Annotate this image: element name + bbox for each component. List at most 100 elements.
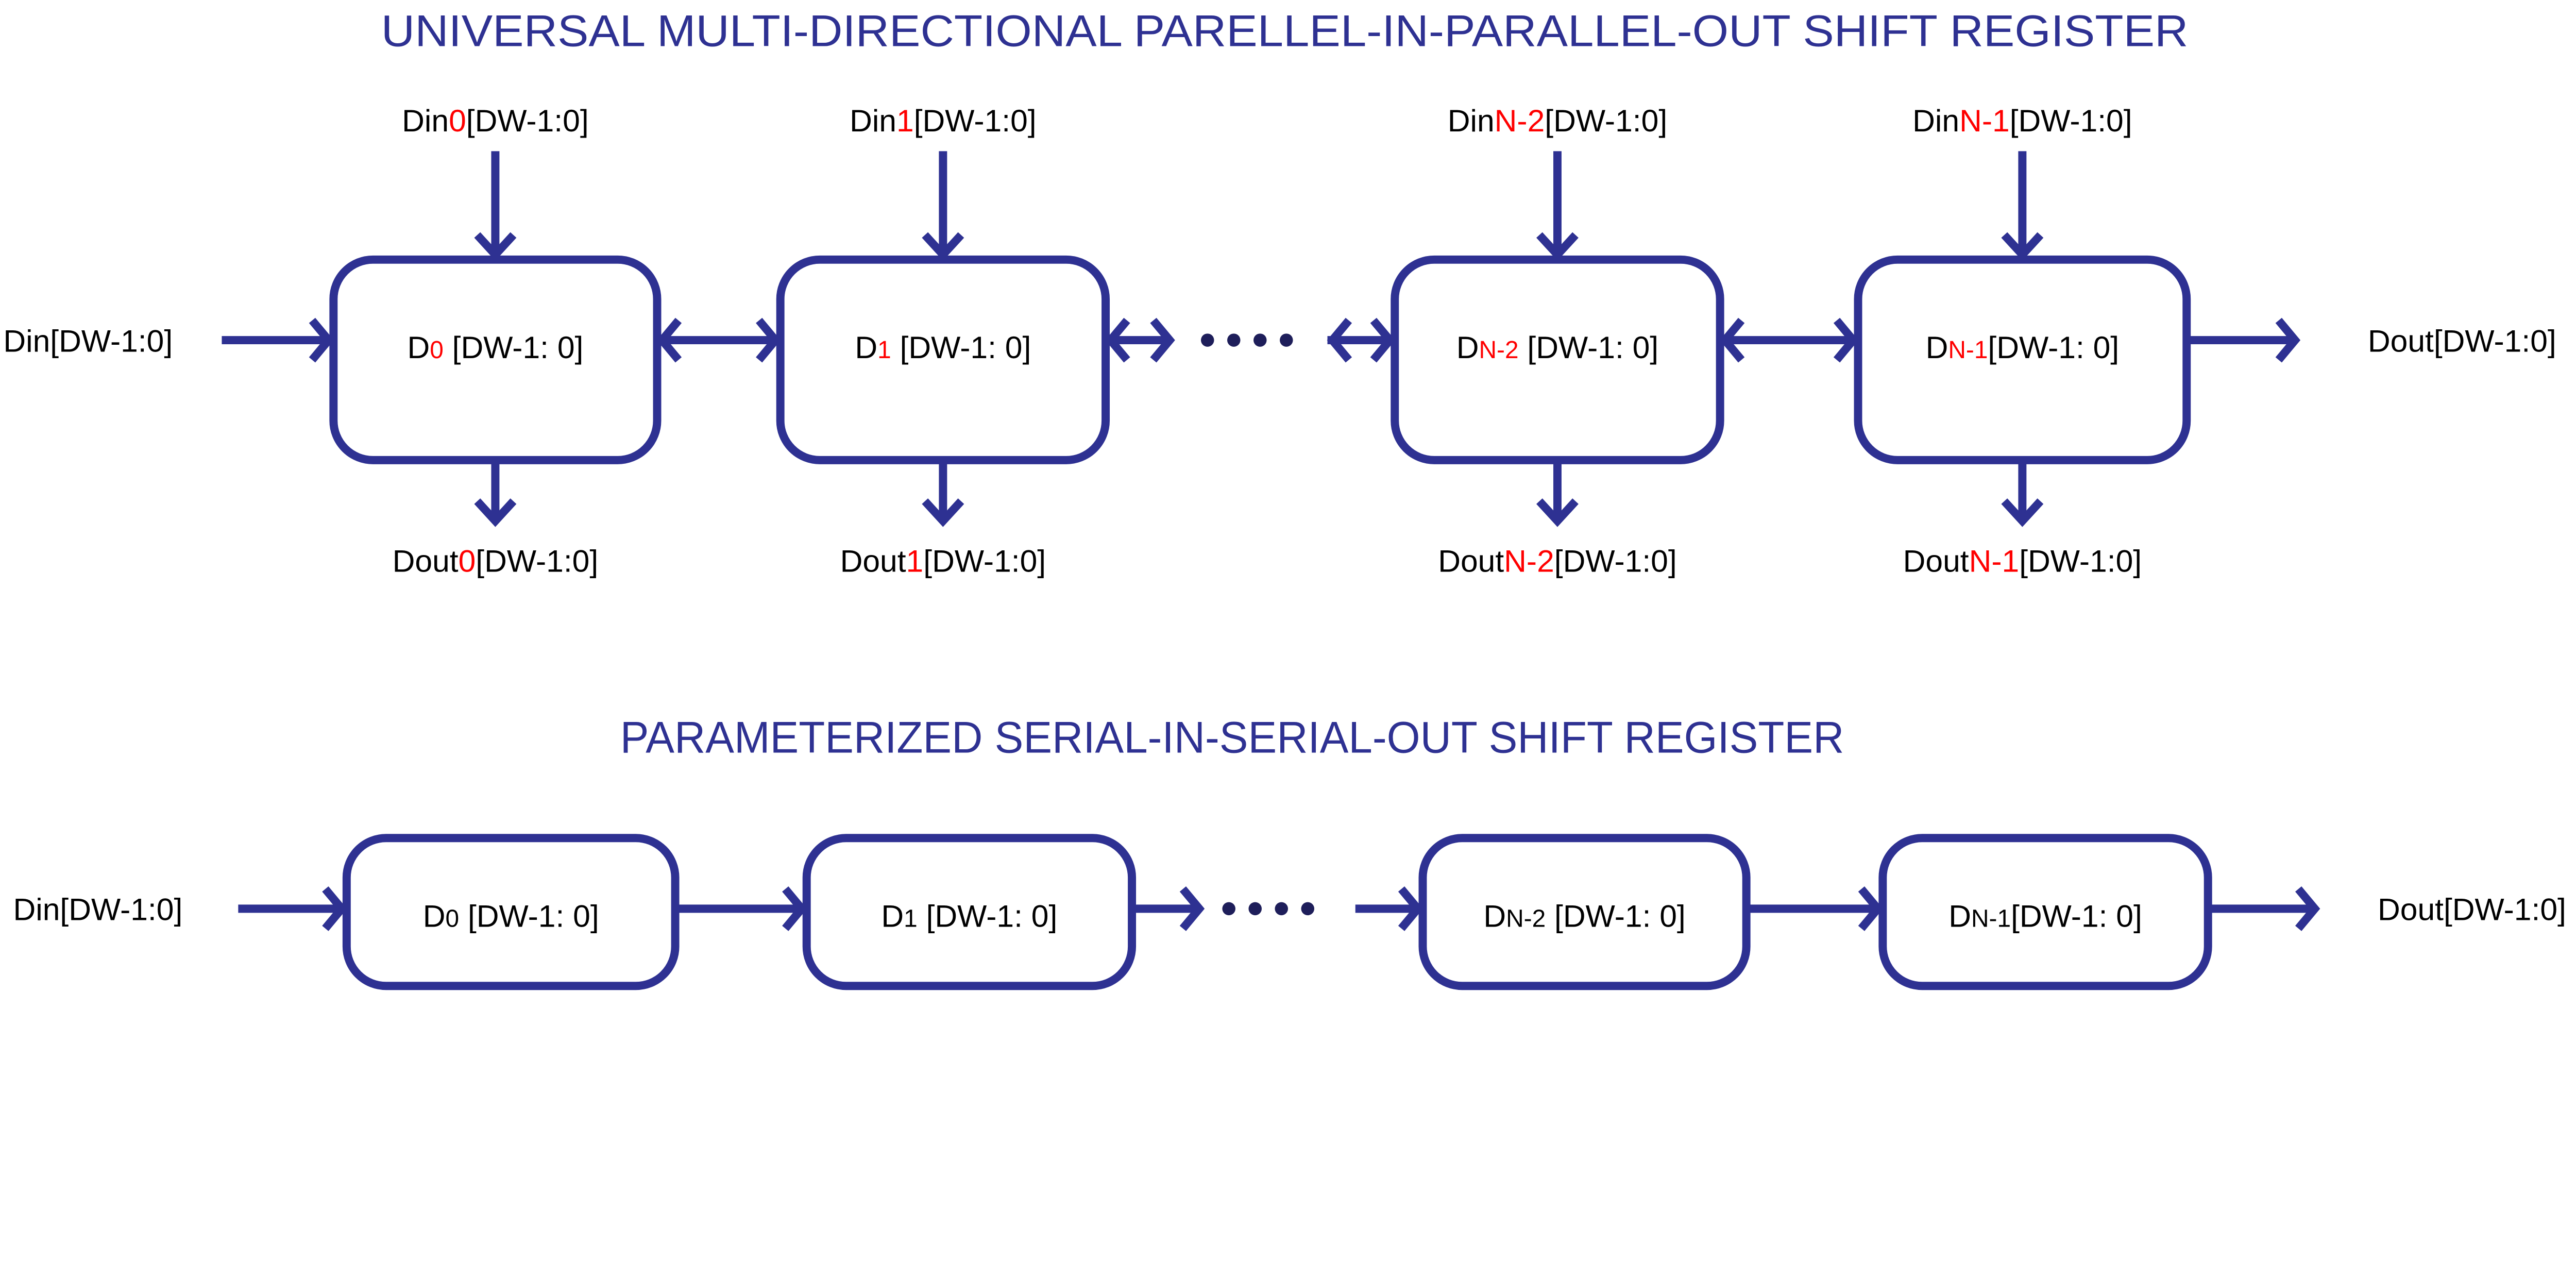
index-subscript: N-1 [1971,905,2011,932]
label-part: [DW-1: 0] [1519,330,1659,365]
index-subscript: N-2 [1479,337,1519,364]
label-part: 0 [449,103,466,138]
label-part: [DW-1:0] [466,103,589,138]
label-part: [DW-1:0] [1545,103,1667,138]
register-stage-label: DN-1[DW-1: 0] [1948,898,2142,933]
shift-register-diagram: UNIVERSAL MULTI-DIRECTIONAL PARELLEL-IN-… [3,6,2566,990]
label-part: D [1926,330,1948,365]
index-subscript: 0 [446,905,460,932]
label-part: Dout [393,544,459,579]
ellipsis-dot [1200,333,1214,347]
ellipsis-dot [1275,902,1288,916]
parallel-title: UNIVERSAL MULTI-DIRECTIONAL PARELLEL-IN-… [381,6,2189,56]
arrow-head-icon [1833,317,1859,363]
parallel-register: Din[DW-1:0]D0 [DW-1: 0]Din0[DW-1:0]Dout0… [3,103,2556,579]
label-part: Din [1448,103,1495,138]
label-part: N-1 [1969,544,2020,579]
arrow-head-icon [1179,886,1205,931]
output-label: Dout[DW-1:0] [2368,323,2556,358]
label-part: [DW-1: 0] [1546,898,1686,933]
label-part: 0 [459,544,476,579]
label-part: D [1456,330,1479,365]
label-part: D [423,898,446,933]
label-part: [DW-1:0] [476,544,598,579]
ellipsis-dot [1301,902,1315,916]
label-part: N-2 [1504,544,1554,579]
ellipsis-dot [1222,902,1235,916]
index-subscript: 0 [430,337,444,364]
output-label: Dout[DW-1:0] [2378,892,2566,927]
label-part: Din [850,103,896,138]
arrow-head-icon [1536,232,1579,261]
arrow-head-icon [474,498,517,527]
arrow-head-icon [474,232,517,261]
arrow-head-icon [656,317,682,363]
register-stage-label: D0 [DW-1: 0] [407,330,583,365]
arrow-head-icon [1150,317,1175,363]
serial-title: PARAMETERIZED SERIAL-IN-SERIAL-OUT SHIFT… [620,713,1844,762]
register-stage-label: DN-2 [DW-1: 0] [1456,330,1658,365]
register-stage-label: DN-1[DW-1: 0] [1926,330,2120,365]
parallel-input-label: DinN-1[DW-1:0] [1912,103,2132,138]
parallel-output-label: DoutN-2[DW-1:0] [1438,544,1676,579]
label-part: N-1 [1959,103,2010,138]
label-part: [DW-1:0] [923,544,1046,579]
arrow-head-icon [1719,317,1745,363]
label-part: 1 [896,103,914,138]
arrow-head-icon [782,886,807,931]
parallel-output-label: Dout1[DW-1:0] [840,544,1046,579]
parallel-input-label: Din0[DW-1:0] [402,103,589,138]
register-stage-label: D1 [DW-1: 0] [881,898,1057,933]
arrow-head-icon [1858,886,1884,931]
label-part: [DW-1: 0] [459,898,599,933]
label-part: [DW-1: 0] [444,330,584,365]
register-stage-label: D0 [DW-1: 0] [423,898,599,933]
label-part: Dout [1903,544,1969,579]
label-part: [DW-1: 0] [1988,330,2119,365]
arrow-head-icon [322,886,347,931]
label-part: D [881,898,904,933]
label-part: [DW-1:0] [914,103,1037,138]
index-subscript: 1 [904,905,918,932]
arrow-head-icon [2295,886,2320,931]
label-part: [DW-1: 0] [2011,898,2142,933]
arrow-head-icon [756,317,781,363]
label-part: Dout [1438,544,1504,579]
label-part: Din [402,103,449,138]
arrow-head-icon [922,498,964,527]
label-part: N-2 [1495,103,1545,138]
arrow-head-icon [1398,886,1423,931]
label-part: [DW-1:0] [1554,544,1677,579]
ellipsis-dot [1253,333,1267,347]
label-part: D [407,330,430,365]
input-label: Din[DW-1:0] [13,892,183,927]
label-part: Dout[DW-1:0] [2378,892,2566,927]
arrow-head-icon [309,317,334,363]
label-part: Din [1912,103,1959,138]
arrow-head-icon [2275,317,2301,363]
ellipsis-dot [1248,902,1262,916]
arrow-head-icon [1327,317,1352,363]
parallel-output-label: DoutN-1[DW-1:0] [1903,544,2142,579]
serial-register: Din[DW-1:0]D0 [DW-1: 0]D1 [DW-1: 0]DN-2 … [13,834,2566,990]
arrow-head-icon [1536,498,1579,527]
label-part: [DW-1:0] [2019,544,2142,579]
label-part: D [1948,898,1971,933]
parallel-output-label: Dout0[DW-1:0] [393,544,599,579]
ellipsis-dot [1280,333,1293,347]
index-subscript: N-2 [1506,905,1546,932]
label-part: Dout[DW-1:0] [2368,323,2556,358]
arrow-head-icon [1105,317,1130,363]
label-part: Din[DW-1:0] [13,892,183,927]
register-stage-label: D1 [DW-1: 0] [855,330,1031,365]
label-part: Din[DW-1:0] [3,323,173,358]
input-label: Din[DW-1:0] [3,323,173,358]
label-part: D [1483,898,1506,933]
arrow-head-icon [2001,232,2044,261]
label-part: [DW-1:0] [2010,103,2132,138]
label-part: [DW-1: 0] [891,330,1031,365]
arrow-head-icon [2001,498,2044,527]
register-stage-label: DN-2 [DW-1: 0] [1483,898,1685,933]
label-part: D [855,330,877,365]
arrow-head-icon [922,232,964,261]
